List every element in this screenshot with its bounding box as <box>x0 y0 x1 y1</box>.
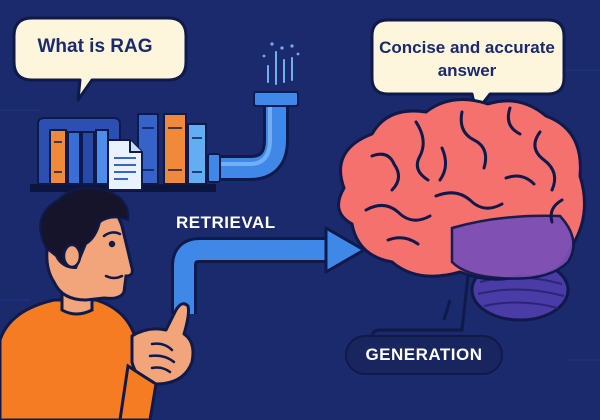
pipe-icon <box>207 42 300 183</box>
question-text: What is RAG <box>37 36 153 57</box>
question-bubble <box>12 16 188 102</box>
person-icon <box>0 186 195 420</box>
arrow-icon <box>171 226 366 314</box>
retrieval-label: RETRIEVAL <box>176 213 276 232</box>
generation-pill <box>345 335 503 375</box>
background-lines <box>0 69 600 361</box>
document-icon <box>107 139 143 191</box>
brain-icon <box>337 98 586 339</box>
generation-label: GENERATION <box>365 345 483 364</box>
answer-text: Concise and accurate answer <box>379 38 555 80</box>
